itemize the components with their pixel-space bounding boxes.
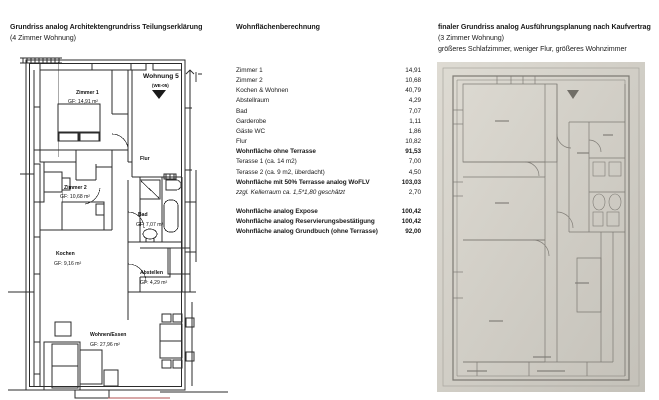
table-cell-label: Garderobe (236, 117, 267, 125)
table-cell-value: 7,07 (408, 107, 421, 115)
architect-floor-plan: Zimmer 1 GF: 14,91 m² Zimmer 2 GF: 10,68… (0, 52, 228, 400)
north-arrow-icon (185, 69, 202, 82)
room-label-bad-area: GF: 7,07 m² (136, 222, 163, 228)
room-label-zimmer2-name: Zimmer 2 (64, 185, 87, 191)
right-panel-title: finaler Grundriss analog Ausführungsplan… (438, 23, 651, 31)
table-row: Wohnfläche mit 50% Terrasse analog WoFLV… (236, 178, 421, 188)
room-label-wohnen-area: GF: 27,96 m² (90, 342, 120, 348)
table-cell-value: 4,50 (408, 168, 421, 176)
table-row: Garderobe 1,11 (236, 117, 421, 127)
right-panel-subtitle: (3 Zimmer Wohnung) (438, 34, 504, 42)
unit-label: Wohnung 5 (143, 73, 179, 80)
right-panel-note: größeres Schlafzimmer, weniger Flur, grö… (438, 45, 627, 53)
table-cell-value: 2,70 (408, 188, 421, 196)
table-cell-value: 91,53 (405, 148, 421, 156)
table-cell-label: Terasse 2 (ca. 9 m2, überdacht) (236, 168, 325, 176)
right-panel-header: finaler Grundriss analog Ausführungsplan… (438, 22, 655, 55)
table-cell-label: Wohnfläche analog Reservierungsbestätigu… (236, 218, 375, 226)
room-label-kochen-name: Kochen (56, 251, 75, 257)
table-row: Kochen & Wohnen 40,79 (236, 86, 421, 96)
room-label-flur: Flur (140, 156, 150, 162)
table-row: Wohnfläche analog Grundbuch (ohne Terras… (236, 227, 421, 237)
room-label-kochen-area: GF: 9,16 m² (54, 261, 81, 267)
table-cell-value: 1,11 (409, 117, 421, 125)
left-panel-subtitle: (4 Zimmer Wohnung) (10, 34, 76, 42)
table-cell-label: Wohnfläche ohne Terrasse (236, 148, 316, 156)
photo-unit-pointer-icon (567, 90, 579, 99)
room-label-zimmer1-area: GF: 14,91 m² (68, 99, 98, 105)
room-label-zimmer1-name: Zimmer 1 (76, 90, 99, 96)
table-cell-label: Wohnfläche mit 50% Terrasse analog WoFLV (236, 178, 370, 186)
table-cell-label: Gäste WC (236, 127, 266, 135)
table-row: Flur 10,82 (236, 137, 421, 147)
table-cell-value: 100,42 (401, 208, 421, 216)
table-row: Wohnfläche ohne Terrasse 91,53 (236, 147, 421, 157)
left-panel-header: Grundriss analog Architektengrundriss Te… (10, 22, 224, 44)
table-cell-value: 7,00 (408, 158, 421, 166)
table-cell-label: Bad (236, 107, 248, 115)
table-cell-label: Wohnfläche analog Grundbuch (ohne Terras… (236, 228, 378, 236)
table-row: Gäste WC 1,86 (236, 127, 421, 137)
table-row: Abstellraum 4,29 (236, 96, 421, 106)
left-panel-title: Grundriss analog Architektengrundriss Te… (10, 23, 203, 31)
table-cell-value: 10,82 (405, 138, 421, 146)
table-row: Bad 7,07 (236, 107, 421, 117)
table-cell-label: Zimmer 2 (236, 77, 263, 85)
table-row: Wohnfläche analog Reservierungsbestätigu… (236, 217, 421, 227)
left-panel: Grundriss analog Architektengrundriss Te… (0, 0, 228, 400)
table-row: Terasse 1 (ca. 14 m2) 7,00 (236, 157, 421, 167)
table-row: Terasse 2 (ca. 9 m2, überdacht) 4,50 (236, 168, 421, 178)
table-cell-label: Terasse 1 (ca. 14 m2) (236, 158, 297, 166)
table-cell-label: Kochen & Wohnen (236, 87, 289, 95)
right-panel: finaler Grundriss analog Ausführungsplan… (428, 0, 659, 400)
final-floor-plan-photo (437, 62, 645, 392)
table-row: Zimmer 1 14,91 (236, 66, 421, 76)
middle-panel-header: Wohnflächenberechnung (236, 22, 424, 33)
table-cell-value: 14,91 (405, 67, 421, 74)
table-row: Wohnfläche analog Expose 100,42 (236, 207, 421, 217)
room-label-wohnen-name: Wohnen/Essen (90, 332, 126, 338)
table-row: Zimmer 2 10,68 (236, 76, 421, 86)
table-cell-value: 40,79 (405, 87, 421, 95)
middle-panel-title: Wohnflächenberechnung (236, 23, 320, 31)
room-label-bad-name: Bad (138, 212, 148, 218)
room-label-abstellen-area: GF: 4,29 m² (140, 280, 167, 286)
table-cell-value: 103,03 (401, 178, 421, 186)
room-label-zimmer2-area: GF: 10,68 m² (60, 194, 90, 200)
unit-pointer-icon (152, 90, 166, 99)
table-row: zzgl. Kellerraum ca. 1,5*1,80 geschätzt 2… (236, 188, 421, 198)
table-cell-label: Zimmer 1 (236, 67, 263, 74)
table-cell-label: zzgl. Kellerraum ca. 1,5*1,80 geschätzt (236, 188, 345, 196)
table-spacer (236, 198, 421, 207)
table-cell-label: Abstellraum (236, 97, 270, 105)
table-cell-value: 92,00 (405, 228, 421, 236)
table-cell-label: Wohnfläche analog Expose (236, 208, 318, 216)
table-cell-value: 4,29 (408, 97, 421, 105)
table-cell-value: 100,42 (401, 218, 421, 226)
table-cell-value: 1,86 (408, 127, 421, 135)
table-cell-label: Flur (236, 138, 247, 146)
table-cell-value: 10,68 (405, 77, 421, 85)
room-label-abstellen-name: Abstellen (140, 270, 163, 276)
unit-code-label: (WE-05) (152, 83, 169, 88)
